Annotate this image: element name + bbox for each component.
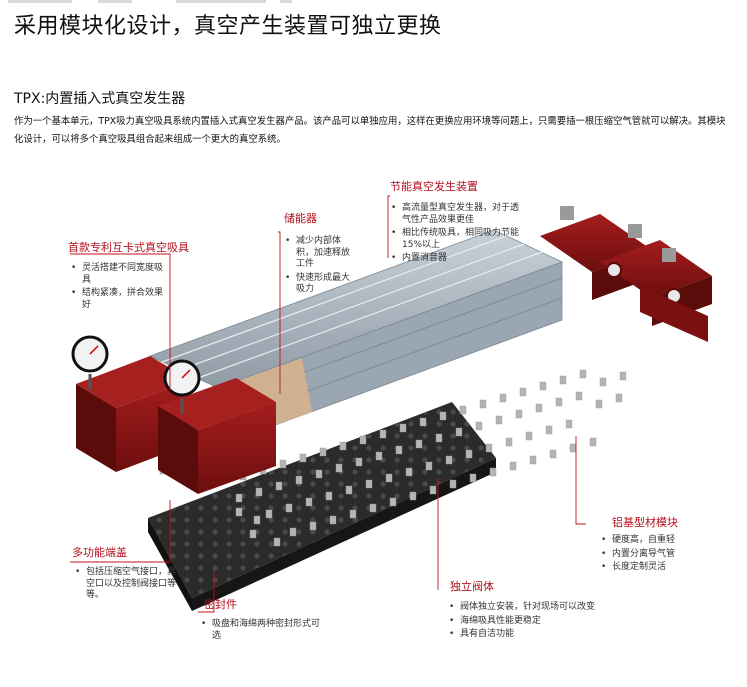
- callout-profile-item: 内置分离导气管: [600, 549, 710, 561]
- callout-generator-item: 高流量型真空发生器，对于透气性产品效果更佳: [390, 203, 520, 226]
- callout-seal-list: 吸盘和海绵两种密封形式可选: [200, 619, 320, 644]
- callout-patent-item: 灵活搭建不同宽度吸具: [70, 263, 166, 286]
- callout-profile-title: 铝基型材模块: [612, 516, 678, 529]
- pressure-gauges: [71, 335, 201, 414]
- intro-paragraph: 作为一个基本单元，TPX吸力真空吸具系统内置插入式真空发生器产品。该产品可以单独…: [14, 116, 726, 145]
- callout-endcap-list: 包括压缩空气接口，真空口以及控制阀接口等等。: [74, 567, 180, 604]
- callout-valve-item: 阀体独立安装，针对现场可以改变: [448, 602, 638, 614]
- callout-patent-list: 灵活搭建不同宽度吸具 结构紧凑，拼合效果好: [70, 263, 166, 313]
- callout-patent-title: 首款专利互卡式真空吸具: [68, 241, 189, 254]
- callout-valve-list: 阀体独立安装，针对现场可以改变 海绵吸具性能更稳定 具有自洁功能: [448, 602, 638, 643]
- foam-pad: [148, 402, 496, 611]
- callout-seal-title: 密封件: [204, 598, 237, 611]
- section-subtitle: TPX:内置插入式真空发生器: [14, 91, 186, 107]
- callout-valve-title: 独立阀体: [450, 580, 494, 593]
- top-decor-strip: [0, 0, 747, 4]
- callout-storage-title: 储能器: [284, 212, 317, 225]
- callout-endcap-item: 包括压缩空气接口，真空口以及控制阀接口等等。: [74, 567, 180, 602]
- callout-valve-item: 海绵吸具性能更稳定: [448, 616, 638, 628]
- callout-profile-item: 硬度高，自重轻: [600, 535, 710, 547]
- callout-storage-list: 减少内部体积，加速释放工件 快速形成最大吸力: [284, 236, 356, 298]
- callout-generator-item: 相比传统吸具，相同吸力节能15%以上: [390, 228, 520, 251]
- callout-seal-item: 吸盘和海绵两种密封形式可选: [200, 619, 320, 642]
- product-illustration: [70, 195, 712, 613]
- callout-patent-item: 结构紧凑，拼合效果好: [70, 288, 166, 311]
- callout-valve-item: 具有自洁功能: [448, 629, 638, 641]
- product-exploded-diagram: 首款专利互卡式真空吸具 灵活搭建不同宽度吸具 结构紧凑，拼合效果好 储能器 减少…: [40, 166, 720, 676]
- callout-endcap-title: 多功能端盖: [72, 546, 127, 559]
- callout-storage-item: 减少内部体积，加速释放工件: [284, 236, 356, 271]
- leader-lines: [70, 195, 586, 613]
- page-title: 采用模块化设计，真空产生装置可独立更换: [14, 14, 442, 39]
- callout-generator-item: 内置消音器: [390, 253, 520, 265]
- callout-profile-item: 长度定制灵活: [600, 562, 710, 574]
- callout-generator-title: 节能真空发生装置: [390, 180, 478, 193]
- callout-profile-list: 硬度高，自重轻 内置分离导气管 长度定制灵活: [600, 535, 710, 576]
- vacuum-generator-modules: [540, 206, 712, 342]
- callout-generator-list: 高流量型真空发生器，对于透气性产品效果更佳 相比传统吸具，相同吸力节能15%以上…: [390, 203, 520, 267]
- end-cap-modules: [76, 356, 276, 494]
- callout-storage-item: 快速形成最大吸力: [284, 273, 356, 296]
